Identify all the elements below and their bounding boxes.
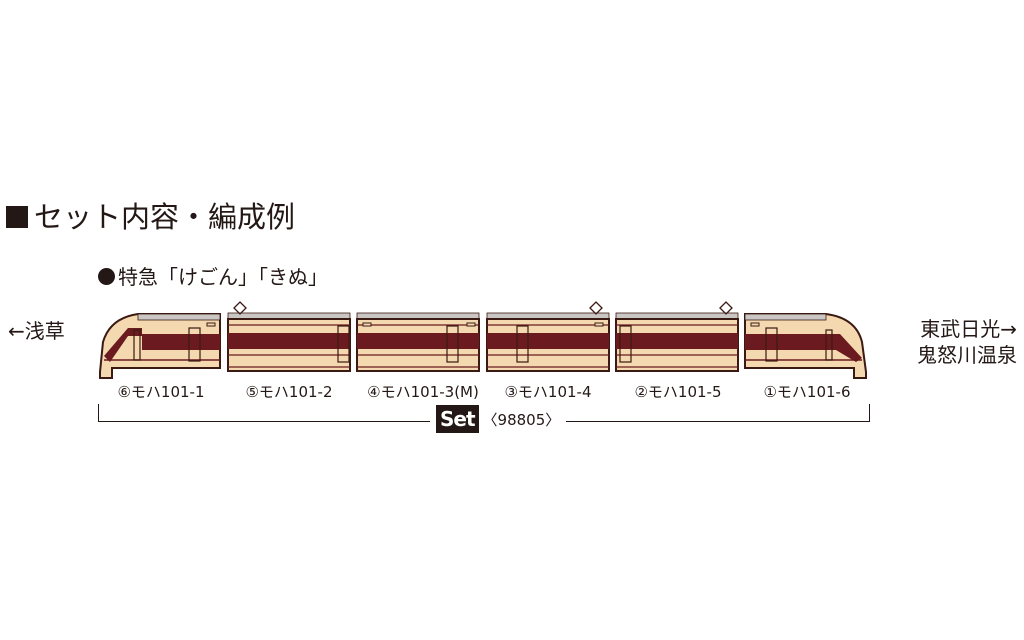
car-label-2: ②モハ101-5 [634,383,722,401]
square-bullet-icon [6,206,28,228]
destination-right-line1: 東武日光→ [920,317,1017,341]
set-code: 〈98805〉 [482,410,561,429]
train-illustration [99,301,867,379]
car-4 [356,312,480,372]
car-label-3: ③モハ101-4 [504,383,592,401]
destination-right-line2: 鬼怒川温泉 [917,343,1017,367]
set-badge: Set [436,405,479,433]
car-3 [486,301,610,372]
car-label-6: ⑥モハ101-1 [117,383,205,401]
car-1 [744,313,867,379]
car-label-1: ①モハ101-6 [763,383,851,401]
destination-right: 東武日光→ 鬼怒川温泉 [885,316,1017,368]
train-name: 特急「けごん」「きぬ」 [98,264,328,290]
car-label-5: ⑤モハ101-2 [245,383,333,401]
train-name-text: 特急「けごん」「きぬ」 [118,265,328,289]
car-6 [99,313,221,379]
car-2 [615,301,739,372]
section-title: セット内容・編成例 [6,199,295,235]
section-title-text: セット内容・編成例 [34,200,296,234]
car-label-4: ④モハ101-3(M) [367,383,479,401]
car-5 [227,301,351,372]
set-info: Set 〈98805〉 [430,405,567,433]
destination-left: ←浅草 [8,319,65,343]
circle-bullet-icon [98,268,115,285]
